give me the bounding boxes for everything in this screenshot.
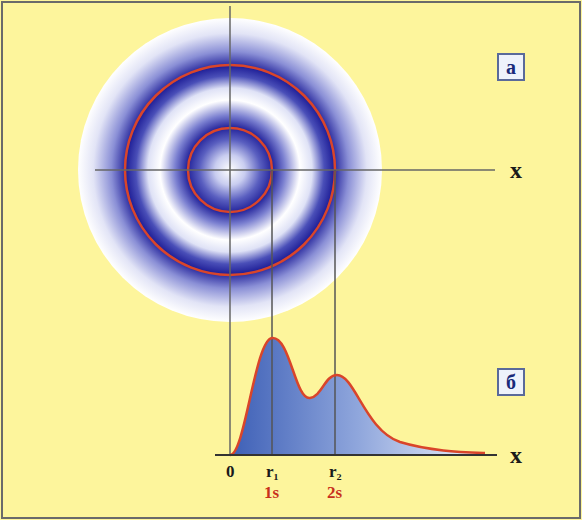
origin-label: 0 [226, 463, 235, 480]
radius-label: r₂ [329, 463, 342, 480]
orbital-label: 1s [264, 484, 279, 501]
orbital-label: 2s [327, 484, 342, 501]
r1-line [271, 170, 273, 455]
radius-label: r₁ [266, 463, 279, 480]
axis-label: x [510, 158, 522, 182]
panel-label-box: б [497, 368, 525, 396]
distribution-fill [230, 338, 485, 455]
r2-line [334, 170, 336, 455]
panel-letter: б [506, 372, 516, 392]
axis-label: x [510, 443, 522, 467]
y-axis [229, 6, 231, 455]
panel-label-box: а [497, 53, 525, 81]
distribution-curve [230, 338, 485, 455]
plot-baseline [215, 454, 497, 456]
panel-letter: а [506, 57, 516, 77]
x-axis [95, 169, 495, 171]
